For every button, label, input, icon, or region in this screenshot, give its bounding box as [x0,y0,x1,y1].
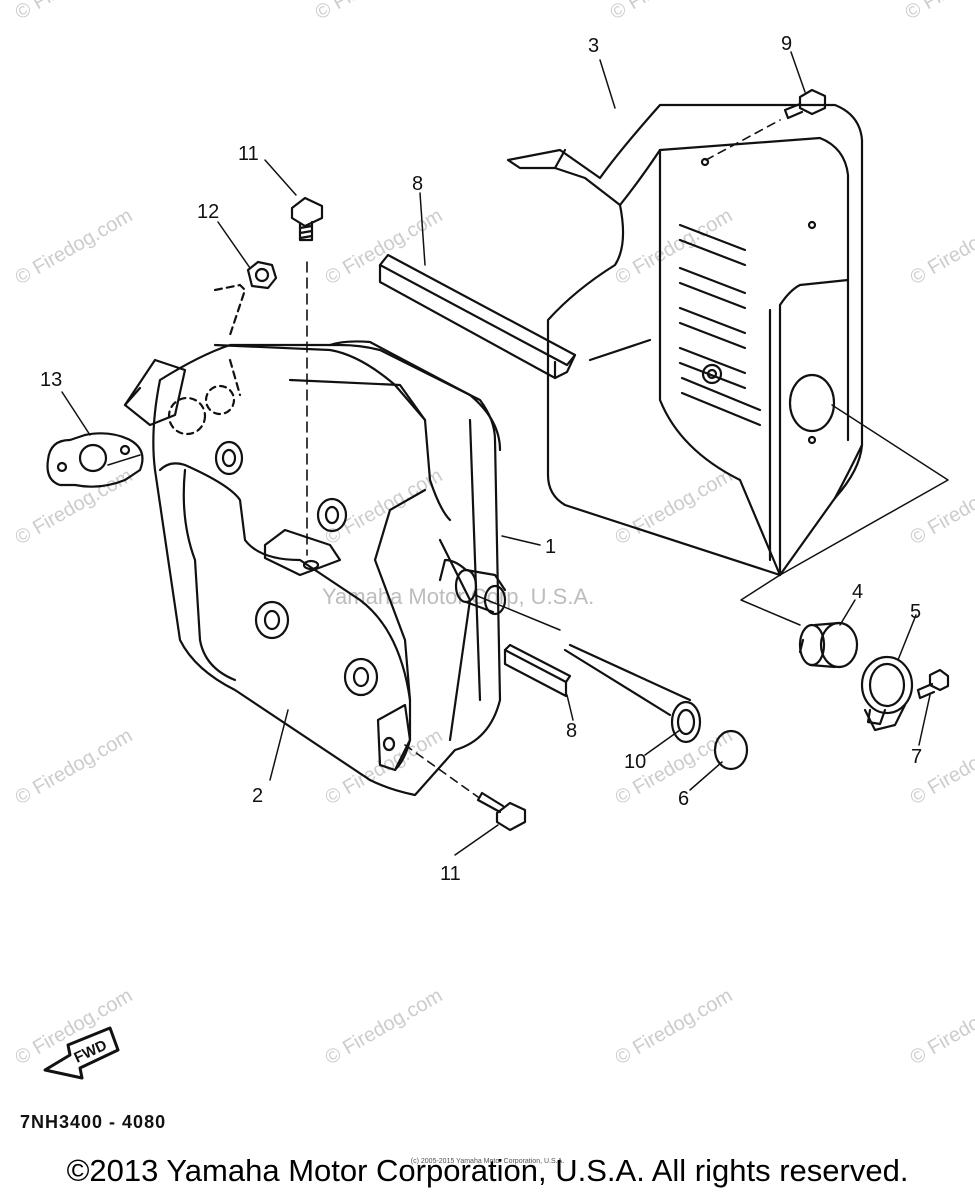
part-label-11-bottom: 11 [440,863,461,885]
part-label-2: 2 [252,785,263,807]
bolt-part-11-bottom [404,744,527,832]
watermark: © Firedog.com [902,0,975,24]
watermark: © Firedog.com [612,465,737,550]
part-label-12: 12 [197,201,219,223]
part-label-6: 6 [678,788,689,810]
watermark: © Firedog.com [12,0,137,24]
leader-lines [61,51,949,856]
spark-arrester-part-10 [563,643,702,744]
watermark: © Firedog.com [612,985,737,1070]
muffler-cover-part-3 [506,103,864,577]
part-label-11-top: 11 [238,143,259,165]
cap-part-4 [798,621,859,669]
small-notice: (c) 2005-2015 Yamaha Motor Corporation, … [410,1158,565,1165]
watermark: © Firedog.com [322,985,447,1070]
watermark: © Firedog.com [12,465,137,550]
part-label-1: 1 [545,536,556,558]
watermark: © Firedog.com [907,205,975,290]
watermark: © Firedog.com [907,465,975,550]
gasket-strip-part-8-top [378,253,577,380]
part-label-13: 13 [40,369,62,391]
screw-part-7 [916,668,950,700]
part-label-4: 4 [852,581,863,603]
fwd-arrow-icon [43,1026,120,1080]
bolt-part-11-top [290,196,324,556]
muffler-body-part-1 [123,283,507,797]
part-label-9: 9 [781,33,792,55]
watermark: © Firedog.com [12,205,137,290]
part-label-8-lower: 8 [566,720,577,742]
watermark: © Firedog.com [612,205,737,290]
part-label-8-top: 8 [412,173,423,195]
screw-part-9 [705,88,827,161]
part-label-5: 5 [910,601,921,623]
clamp-part-5 [860,655,914,732]
disc-part-6 [713,729,749,771]
part-label-3: 3 [588,35,599,57]
watermark: © Firedog.com [322,465,447,550]
watermark: © Firedog.com [607,0,732,24]
gasket-strip-part-8-lower [503,643,572,698]
part-label-10: 10 [624,751,646,773]
nut-part-12 [246,260,278,290]
watermark: © Firedog.com [312,0,437,24]
watermark-layer: © Firedog.com © Firedog.com © Firedog.co… [12,0,975,1069]
reference-code: 7NH3400 - 4080 [20,1112,167,1132]
watermark: © Firedog.com [907,985,975,1070]
copyright-notice: ©2013 Yamaha Motor Corporation, U.S.A. A… [66,1153,909,1188]
part-number-labels: 1 2 3 4 5 6 7 8 8 9 10 11 11 12 13 [40,33,922,885]
watermark: © Firedog.com [12,725,137,810]
part-label-7: 7 [911,746,922,768]
gasket-part-13 [46,432,144,488]
